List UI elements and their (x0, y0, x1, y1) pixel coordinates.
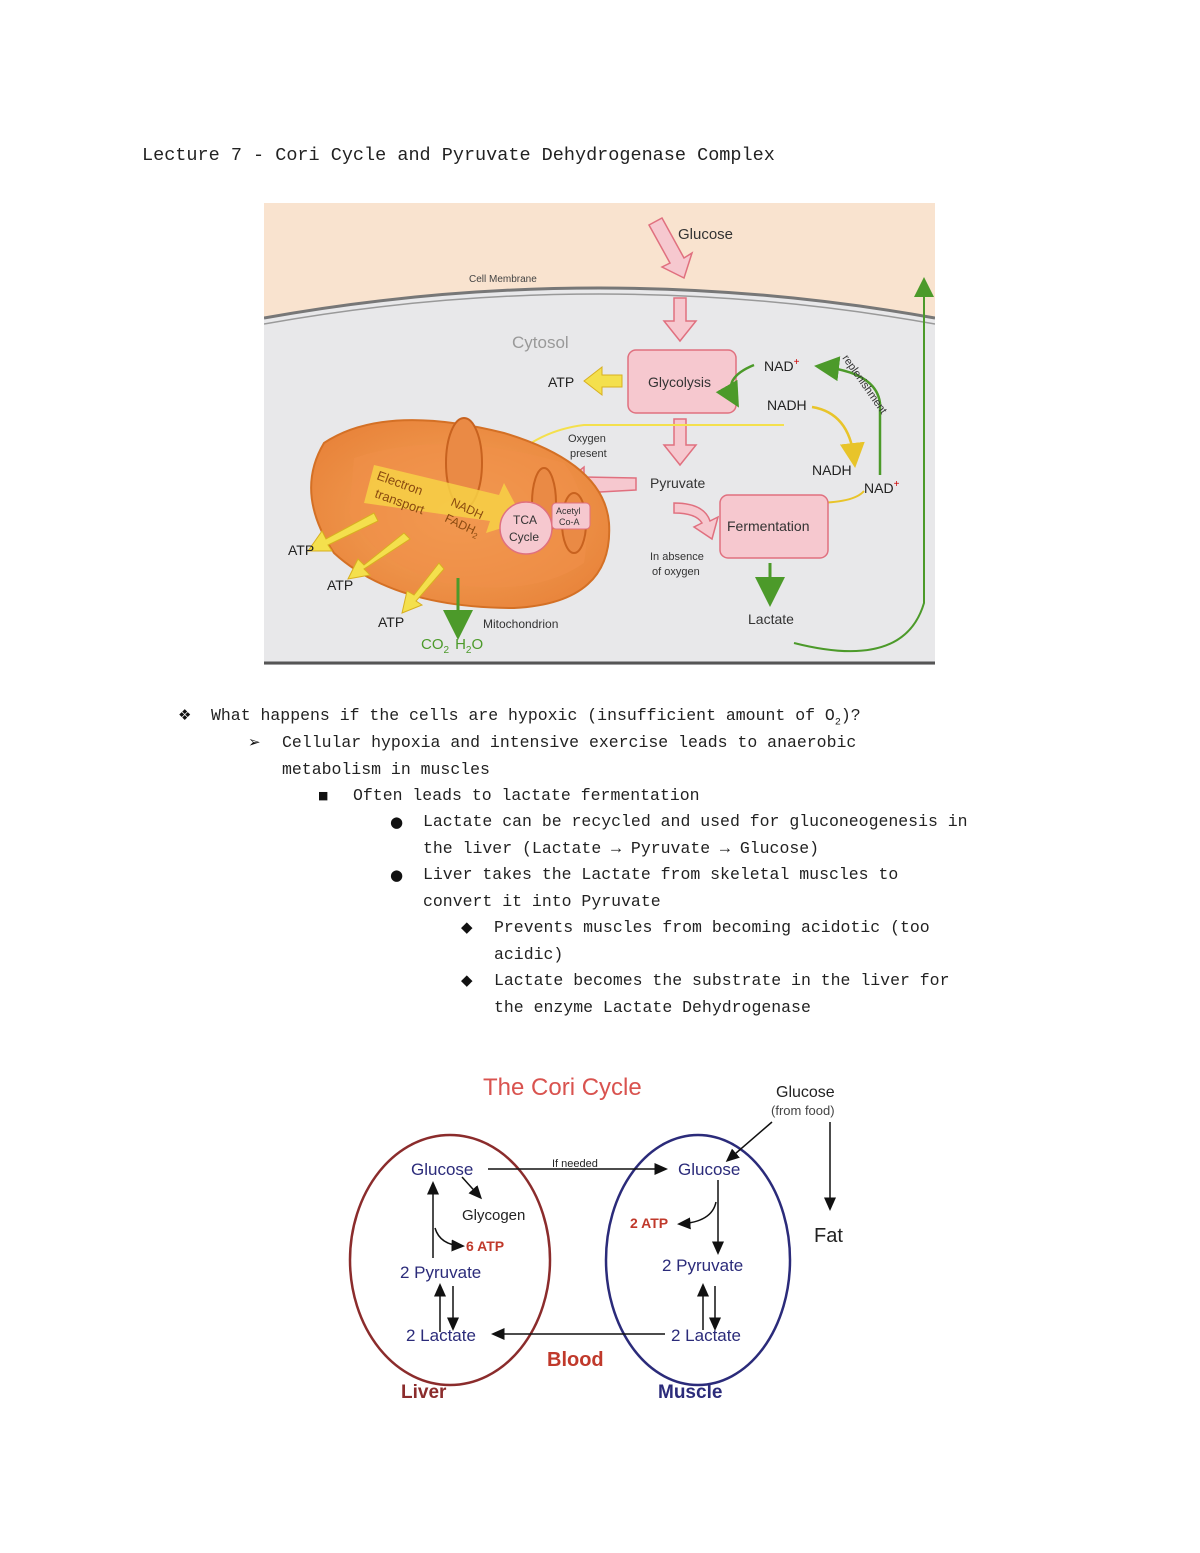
fat-label: Fat (814, 1225, 843, 1247)
absence-line1: In absence (650, 551, 704, 563)
glucose-entry-arrow (647, 216, 694, 280)
bullet-dot-1: ● (390, 813, 404, 831)
liver-glucose: Glucose (411, 1160, 473, 1179)
nadh-label-2: NADH (812, 462, 852, 478)
liver-lactate: 2 Lactate (406, 1326, 476, 1345)
atp-label-2: ATP (327, 577, 353, 593)
note-b1: Often leads to lactate fermentation (353, 786, 700, 805)
nad-plus-label: NAD (764, 358, 794, 374)
nadh-label-1: NADH (767, 397, 807, 413)
if-needed-label: If needed (552, 1158, 598, 1170)
plus-sign: + (794, 357, 800, 368)
tca-line2: Cycle (509, 530, 539, 544)
h2o-o: O (471, 636, 483, 653)
glucose-label: Glucose (678, 226, 733, 243)
absence-line2: of oxygen (652, 566, 700, 578)
pyruvate-label: Pyruvate (650, 475, 705, 491)
note-d1-line1: Prevents muscles from becoming acidotic … (494, 918, 930, 937)
muscle-pyruvate: 2 Pyruvate (662, 1256, 743, 1275)
h2o-sub: 2 (466, 645, 472, 656)
cell-membrane (264, 286, 935, 320)
co2-label: CO (421, 636, 444, 653)
note-d2-line2: the enzyme Lactate Dehydrogenase (494, 998, 811, 1017)
bullet-diamond-2: ◆ (461, 971, 473, 989)
bullet-square: ■ (318, 789, 329, 802)
atp-label-1: ATP (288, 542, 314, 558)
note-c2-line1: Liver takes the Lactate from skeletal mu… (423, 865, 899, 884)
fermentation-box (719, 494, 829, 559)
cori-cycle-diagram: The Cori Cycle Glucose (from food) Fat G… (348, 1074, 843, 1403)
glycogen-label: Glycogen (462, 1207, 525, 1224)
acetyl-coa-box (551, 502, 591, 530)
mitochondrion-label: Mitochondrion (483, 617, 558, 631)
lactate-label: Lactate (748, 611, 794, 627)
note-a1-line2: metabolism in muscles (282, 760, 490, 779)
muscle-circle (604, 1133, 792, 1387)
tca-line1: TCA (513, 513, 537, 527)
acetyl-line2: Co-A (559, 517, 580, 527)
note-d2-line1: Lactate becomes the substrate in the liv… (494, 971, 950, 990)
bullet-diamond-4: ❖ (178, 706, 192, 724)
muscle-label: Muscle (658, 1382, 722, 1403)
fadh-sub: 2 (471, 531, 479, 541)
note-c1-line1: Lactate can be recycled and used for glu… (423, 812, 968, 831)
atp-glycolysis-label: ATP (548, 374, 574, 390)
glucose-food-label: Glucose (776, 1084, 835, 1101)
note-c2-line2: convert it into Pyruvate (423, 892, 661, 911)
svg-text:NAD+: NAD+ (764, 357, 800, 374)
fermentation-label: Fermentation (727, 518, 809, 534)
note-a1-line1: Cellular hypoxia and intensive exercise … (282, 733, 857, 752)
oxygen-present-line1: Oxygen (568, 433, 606, 445)
plus-sign-2: + (894, 479, 900, 490)
liver-label: Liver (401, 1382, 447, 1403)
cell-membrane-label: Cell Membrane (469, 274, 537, 285)
svg-text:NAD+: NAD+ (864, 479, 900, 496)
note-question: What happens if the cells are hypoxic (i… (211, 706, 861, 729)
liver-circle (348, 1133, 552, 1387)
page-title: Lecture 7 - Cori Cycle and Pyruvate Dehy… (142, 145, 775, 166)
atp-label-3: ATP (378, 614, 404, 630)
tca-cycle-circle (499, 501, 553, 555)
blood-label: Blood (547, 1349, 604, 1371)
glycolysis-label: Glycolysis (648, 374, 711, 390)
bullet-dot-2: ● (390, 866, 404, 884)
nad-plus-label-2: NAD (864, 480, 894, 496)
six-atp-label: 6 ATP (466, 1238, 504, 1254)
muscle-lactate: 2 Lactate (671, 1326, 741, 1345)
h2o-h: H (455, 636, 466, 653)
note-c1-line2: the liver (Lactate → Pyruvate → Glucose) (423, 839, 820, 858)
muscle-glucose: Glucose (678, 1160, 740, 1179)
bullet-diamond-1: ◆ (461, 918, 473, 936)
from-food-label: (from food) (771, 1103, 835, 1118)
oxygen-present-line2: present (570, 448, 607, 460)
note-d1-line2: acidic) (494, 945, 564, 964)
bullet-arrow: ➢ (248, 733, 261, 751)
cytosol-label: Cytosol (512, 333, 569, 352)
co2-sub: 2 (444, 645, 450, 656)
cori-title: The Cori Cycle (483, 1074, 642, 1101)
cell-metabolism-diagram: Cell Membrane Cytosol Glucose Glycolysis… (264, 203, 935, 665)
liver-pyruvate: 2 Pyruvate (400, 1263, 481, 1282)
two-atp-label: 2 ATP (630, 1215, 668, 1231)
acetyl-line1: Acetyl (556, 506, 581, 516)
